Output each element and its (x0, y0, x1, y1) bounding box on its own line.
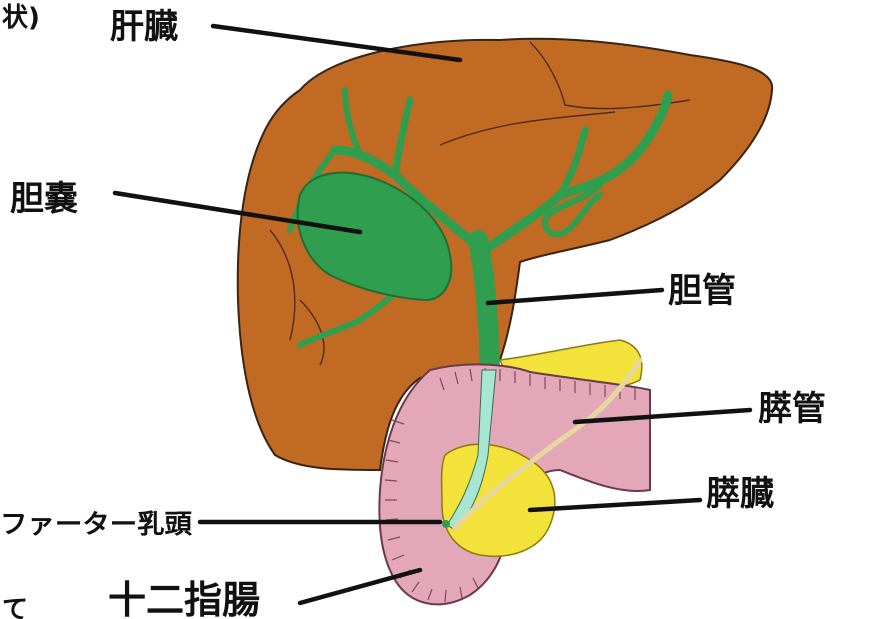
label-bile-duct: 胆管 (668, 271, 736, 311)
label-pancreatic-duct: 膵管 (758, 389, 826, 429)
label-liver: 肝臓 (110, 7, 178, 47)
corner-text-bottom: て (2, 595, 28, 619)
vater-papilla (442, 520, 450, 528)
label-pancreas: 膵臓 (706, 474, 774, 514)
label-duodenum: 十二指腸 (108, 578, 260, 619)
label-gallbladder: 胆嚢 (10, 179, 78, 219)
label-papilla: ファーター乳頭 (0, 510, 193, 540)
corner-text-top: 状) (2, 3, 40, 33)
